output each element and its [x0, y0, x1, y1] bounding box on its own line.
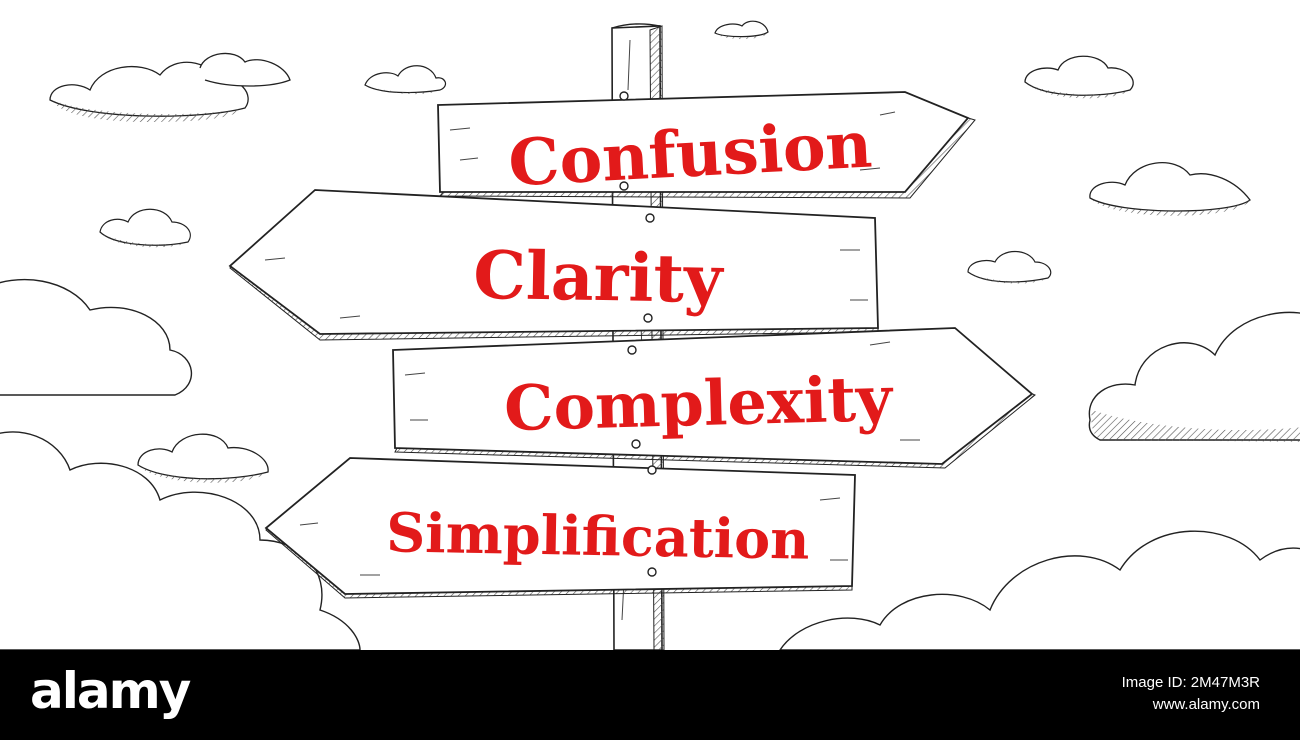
cloud-small: [1024, 55, 1134, 99]
cloud-small: [1089, 162, 1251, 216]
image-id: Image ID: 2M47M3R: [1121, 674, 1260, 691]
cloud-hatch: [1091, 410, 1300, 442]
cloud-outline: [1088, 311, 1300, 441]
sign-label: Simplification: [386, 500, 810, 571]
sign-label: Complexity: [503, 362, 895, 445]
cloud-small: [99, 208, 191, 248]
cloud-small: [967, 250, 1052, 284]
sign-clarity: Clarity: [228, 189, 879, 341]
cloud-small: [137, 433, 269, 483]
cloud-outline: [0, 278, 192, 396]
signpost-illustration: Confusion Clarity Complexity: [0, 20, 1300, 650]
sign-confusion: Confusion: [437, 91, 976, 201]
alamy-logo: alamy: [30, 662, 191, 720]
image-meta: Image ID: 2M47M3R www.alamy.com: [1122, 672, 1260, 716]
cloud-small: [714, 20, 769, 40]
sign-complexity: Complexity: [392, 327, 1036, 469]
cloud-outline: [0, 431, 361, 650]
site-url: www.alamy.com: [1152, 696, 1260, 713]
cloud-outline: [779, 530, 1300, 650]
cloud-small: [49, 52, 291, 122]
watermark-footer: alamy Image ID: 2M47M3R www.alamy.com: [0, 650, 1300, 740]
cloud-small: [364, 65, 447, 95]
sign-label: Clarity: [473, 236, 725, 318]
sign-simplification: Simplification: [264, 457, 856, 599]
